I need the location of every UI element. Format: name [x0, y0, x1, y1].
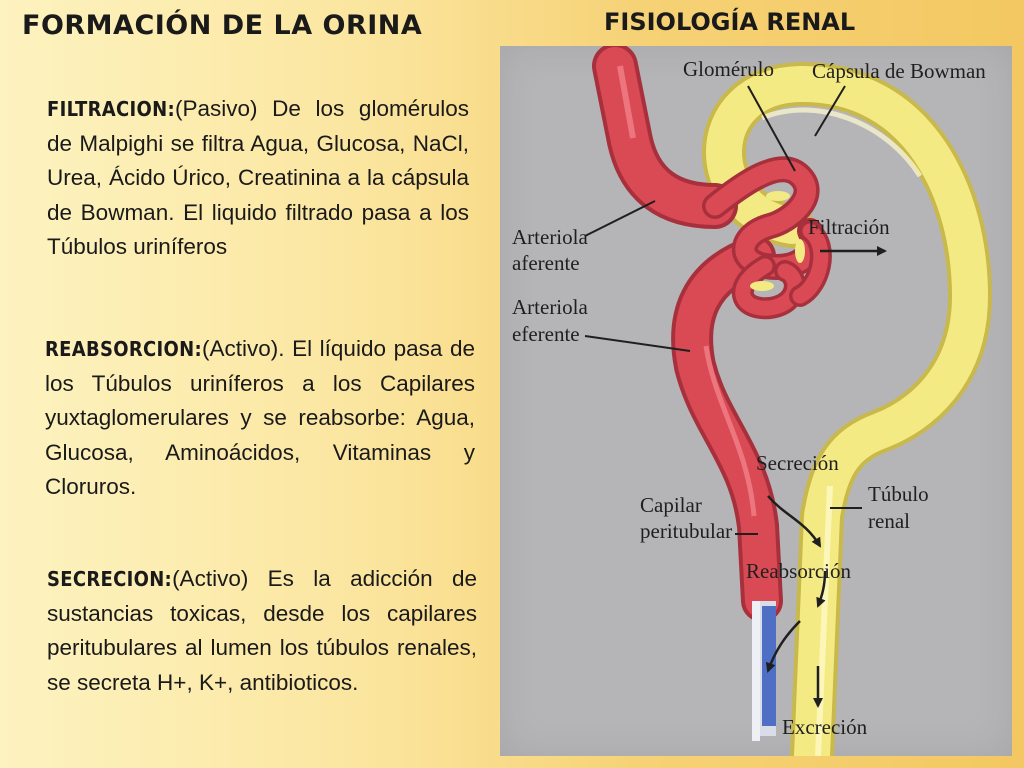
leader-lines: [584, 85, 862, 535]
label-arteriola-eferente-1: Arteriola: [512, 295, 588, 319]
secrecion-text: (Activo) Es la adicción de sustancias to…: [47, 566, 477, 695]
glomerulus: [702, 156, 832, 320]
label-arteriola-aferente-1: Arteriola: [512, 225, 588, 249]
label-secrecion: Secreción: [756, 451, 839, 475]
slide-title: FORMACIÓN DE LA ORINA: [22, 10, 423, 41]
reabsorcion-paragraph: REABSORCION:(Activo). El líquido pasa de…: [45, 332, 475, 505]
label-filtracion: Filtración: [808, 215, 890, 239]
label-glomerulo: Glomérulo: [683, 57, 774, 81]
secrecion-paragraph: SECRECION:(Activo) Es la adicción de sus…: [47, 562, 477, 700]
label-tubulo-1: Túbulo: [868, 482, 929, 506]
filtracion-paragraph: FILTRACION:(Pasivo) De los glomérulos de…: [47, 92, 469, 265]
reabsorcion-text: (Activo). El líquido pasa de los Túbulos…: [45, 336, 475, 499]
reabsorcion-keyword: REABSORCION:: [45, 337, 202, 361]
filtracion-text: (Pasivo) De los glomérulos de Malpighi s…: [47, 96, 469, 259]
filtracion-keyword: FILTRACION:: [47, 97, 175, 121]
process-arrows: [765, 246, 887, 708]
label-arteriola-aferente-2: aferente: [512, 251, 580, 275]
nephron-diagram: Glomérulo Cápsula de Bowman Arteriola af…: [500, 46, 1012, 756]
slide-subtitle: FISIOLOGÍA RENAL: [604, 8, 856, 36]
label-capsula-bowman: Cápsula de Bowman: [812, 59, 986, 83]
label-capilar-1: Capilar: [640, 493, 702, 517]
secrecion-keyword: SECRECION:: [47, 567, 173, 591]
label-arteriola-eferente-2: eferente: [512, 322, 580, 346]
label-reabsorcion: Reabsorción: [746, 559, 851, 583]
diagram-labels: Glomérulo Cápsula de Bowman Arteriola af…: [512, 57, 986, 739]
label-capilar-2: peritubular: [640, 519, 732, 543]
blood-vessels: [592, 46, 783, 741]
nephron-illustration: Glomérulo Cápsula de Bowman Arteriola af…: [512, 46, 992, 756]
label-tubulo-2: renal: [868, 509, 910, 533]
bowman-capsule-and-tubule: [702, 61, 992, 756]
label-excrecion: Excreción: [782, 715, 868, 739]
